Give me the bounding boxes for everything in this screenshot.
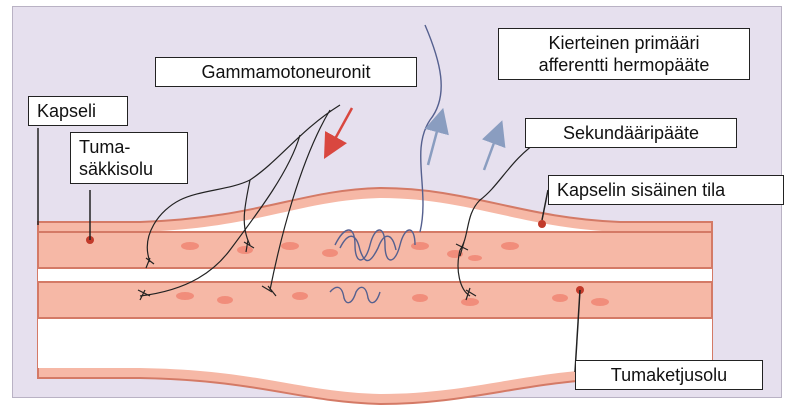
primary-ending-label: Kierteinen primääri afferentti hermopäät… [498,28,750,80]
capsule-label: Kapseli [28,96,128,126]
nuclear-bag-line1: Tuma- [79,136,179,158]
nuclear-bag-label: Tuma- säkkisolu [70,132,188,184]
secondary-label-text: Sekundääripääte [534,122,728,144]
nuclear-bag-fiber [38,232,712,268]
primary-label-line2: afferentti hermopääte [507,54,741,76]
secondary-afferent-arrow [484,132,498,170]
nuclear-bag-line2: säkkisolu [79,158,179,180]
nuclear-chain-fiber [38,282,712,318]
gamma-label-text: Gammamotoneuronit [164,61,408,83]
capsule-space-dot [538,220,546,228]
primary-afferent-arrow [428,120,440,165]
efferent-arrow [330,108,352,148]
nuclear-chain-label-text: Tumaketjusolu [584,364,754,386]
nuclear-chain-label: Tumaketjusolu [575,360,763,390]
capsule-space-label: Kapselin sisäinen tila [548,175,784,205]
primary-label-line1: Kierteinen primääri [507,32,741,54]
secondary-ending-label: Sekundääripääte [525,118,737,148]
capsule-space-label-text: Kapselin sisäinen tila [557,179,775,201]
gamma-motoneurons-label: Gammamotoneuronit [155,57,417,87]
capsule-label-text: Kapseli [37,100,119,122]
